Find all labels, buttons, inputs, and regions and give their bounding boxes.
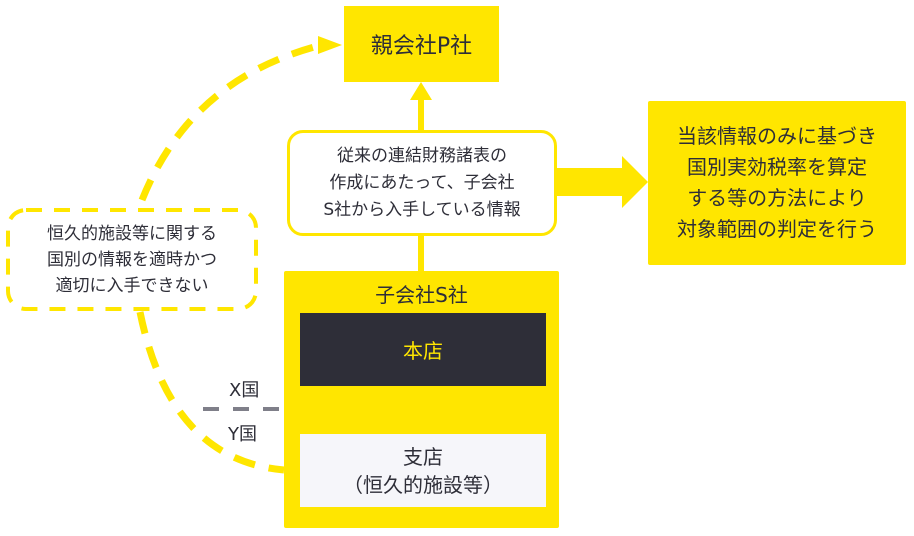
problem-box: 恒久的施設等に関する 国別の情報を適時かつ 適切に入手できない [6, 208, 258, 311]
info-line: 作成にあたって、子会社 [329, 172, 515, 193]
arrow-info-to-result-shaft [557, 168, 623, 196]
head-office-box: 本店 [300, 313, 546, 386]
country-x-label: X国 [229, 380, 260, 401]
head-office-label: 本店 [403, 339, 443, 363]
info-line: S社から入手している情報 [323, 199, 521, 220]
parent-company-box: 親会社P社 [344, 6, 499, 82]
dashed-arrow-to-parent [138, 42, 319, 202]
branch-line: 支店 [403, 444, 443, 469]
parent-company-label: 親会社P社 [370, 34, 473, 59]
branch-box: 支店 （恒久的施設等） [300, 434, 546, 507]
dashed-connector-to-branch [136, 311, 285, 474]
result-box: 当該情報のみに基づき 国別実効税率を算定 する等の方法により 対象範囲の判定を行… [648, 101, 906, 265]
problem-line: 適切に入手できない [55, 275, 209, 296]
problem-line: 恒久的施設等に関する [47, 223, 217, 244]
branch-line: （恒久的施設等） [343, 472, 503, 497]
result-line: 対象範囲の判定を行う [677, 217, 877, 241]
result-line: する等の方法により [687, 186, 867, 210]
problem-box-border [6, 208, 258, 311]
problem-line: 国別の情報を適時かつ [47, 249, 217, 270]
dashed-arrow-to-parent-head [318, 36, 342, 54]
country-y-label: Y国 [228, 424, 257, 445]
info-line: 従来の連結財務諸表の [337, 145, 507, 166]
subsidiary-title: 子会社S社 [375, 283, 468, 307]
result-line: 国別実効税率を算定 [687, 155, 867, 179]
result-line: 当該情報のみに基づき [677, 124, 877, 148]
arrow-info-to-result-head [622, 156, 648, 208]
info-box: 従来の連結財務諸表の 作成にあたって、子会社 S社から入手している情報 [287, 130, 557, 236]
arrow-info-to-parent-head [410, 82, 432, 100]
